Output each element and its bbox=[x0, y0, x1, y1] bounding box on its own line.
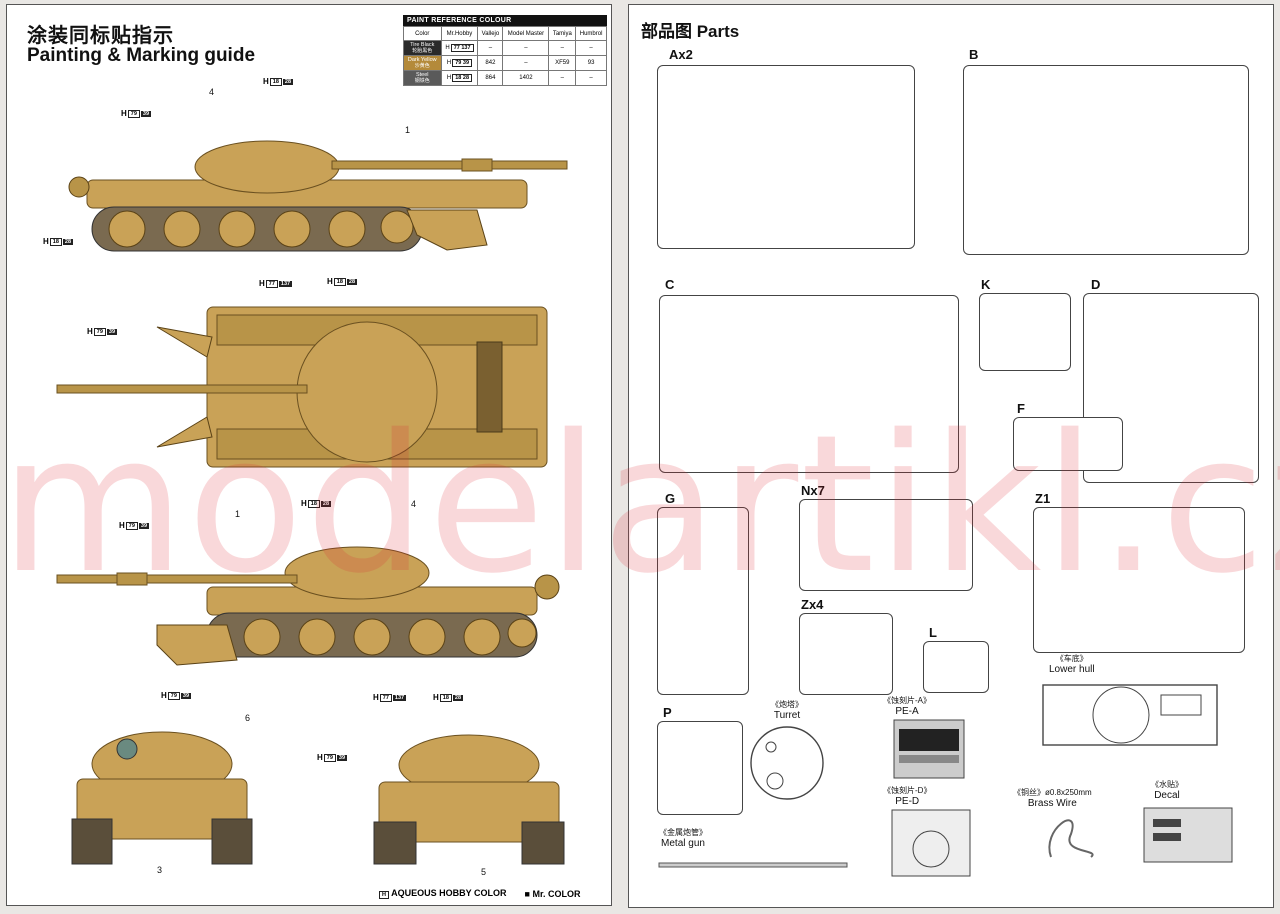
lower-hull-drawing bbox=[1042, 684, 1218, 746]
sprue-b bbox=[963, 65, 1249, 255]
marker-number: 5 bbox=[481, 867, 487, 877]
lower-hull-label: 《车底》Lower hull bbox=[1049, 654, 1095, 675]
guide-title-en: Painting & Marking guide bbox=[27, 45, 256, 66]
sprue-label: C bbox=[665, 277, 675, 292]
turret-drawing bbox=[750, 726, 824, 800]
sprue-label: B bbox=[969, 47, 979, 62]
col-mrhobby: Mr.Hobby bbox=[440, 26, 479, 41]
turret-label: 《炮塔》Turret bbox=[771, 700, 803, 721]
sprue-label: F bbox=[1017, 401, 1025, 416]
sprue-z1 bbox=[1033, 507, 1245, 653]
parts-title: 部品图 Parts bbox=[641, 22, 740, 41]
painting-guide-page: 涂装同标贴指示 Painting & Marking guide PAINT R… bbox=[6, 4, 612, 906]
sprue-f bbox=[1013, 417, 1123, 471]
paint-legend: H AQUEOUS HOBBY COLOR ■ Mr. COLOR bbox=[379, 888, 580, 899]
parts-page: 部品图 Parts Ax2 B C K D F G Nx7 Z1 Zx4 L P bbox=[628, 4, 1274, 908]
square-icon: ■ bbox=[524, 888, 530, 899]
sprue-label: P bbox=[663, 705, 672, 720]
tank-side-view-right bbox=[56, 546, 560, 666]
tank-side-view-left bbox=[68, 140, 568, 252]
pe-d-fret bbox=[891, 809, 971, 877]
col-tamiya: Tamiya bbox=[548, 26, 577, 41]
marker-number: 4 bbox=[209, 87, 215, 97]
sprue-label: K bbox=[981, 277, 991, 292]
tank-front-view bbox=[71, 731, 253, 865]
marker-number: 3 bbox=[157, 865, 163, 875]
col-humbrol: Humbrol bbox=[575, 26, 607, 41]
sprue-l bbox=[923, 641, 989, 693]
sprue-g bbox=[657, 507, 749, 695]
sprue-label: L bbox=[929, 625, 937, 640]
sprue-p bbox=[657, 721, 743, 815]
pe-a-label: 《蚀刻片-A》PE-A bbox=[883, 696, 931, 717]
sprue-c bbox=[659, 295, 959, 473]
paint-reference-table: PAINT REFERENCE COLOUR Color Mr.Hobby Va… bbox=[403, 15, 607, 86]
metal-gun-drawing bbox=[658, 862, 848, 868]
brass-wire-drawing bbox=[1048, 819, 1094, 858]
guide-title-cn: 涂装同标贴指示 bbox=[27, 25, 174, 47]
decal-sheet bbox=[1143, 807, 1233, 863]
marker-number: 1 bbox=[235, 509, 241, 519]
tank-top-view bbox=[56, 306, 548, 468]
sprue-zx4 bbox=[799, 613, 893, 695]
tank-rear-view bbox=[373, 734, 565, 865]
col-color: Color bbox=[403, 26, 442, 41]
col-vallejo: Vallejo bbox=[477, 26, 504, 41]
pe-d-label: 《蚀刻片-D》PE-D bbox=[883, 786, 932, 807]
decal-label: 《水贴》Decal bbox=[1151, 780, 1183, 801]
pe-a-fret bbox=[893, 719, 965, 779]
sprue-label: G bbox=[665, 491, 676, 506]
sprue-label: Nx7 bbox=[801, 483, 825, 498]
paint-table-header: PAINT REFERENCE COLOUR bbox=[403, 15, 607, 26]
marker-number: 6 bbox=[245, 713, 251, 723]
sprue-label: Ax2 bbox=[669, 47, 693, 62]
marker-number: 1 bbox=[405, 125, 411, 135]
sprue-label: Zx4 bbox=[801, 597, 824, 612]
marker-number: 4 bbox=[411, 499, 417, 509]
col-modelmaster: Model Master bbox=[502, 26, 550, 41]
sprue-label: D bbox=[1091, 277, 1101, 292]
sprue-ax2 bbox=[657, 65, 915, 249]
sprue-label: Z1 bbox=[1035, 491, 1051, 506]
metal-gun-label: 《金属炮管》Metal gun bbox=[659, 828, 707, 849]
sprue-k bbox=[979, 293, 1071, 371]
sprue-nx7 bbox=[799, 499, 973, 591]
